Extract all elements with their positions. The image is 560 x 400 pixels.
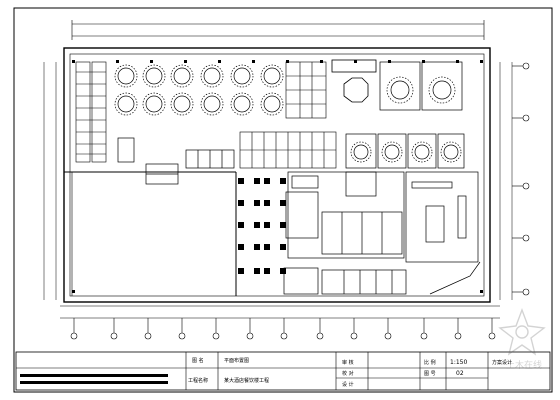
title-block-stage: 方案设计 [492, 359, 512, 366]
top-dimension-line [71, 20, 485, 40]
bottom-dimension-line [60, 305, 500, 319]
title-block-check-2: 校 对 [342, 370, 354, 377]
watermark-logo: 土木在线 [498, 308, 546, 371]
watermark-text: 土木在线 [506, 359, 542, 371]
title-block-scale-value: 1:150 [450, 359, 467, 366]
side-dimension-lines [43, 62, 513, 300]
title-block-drawing-name: 平面布置图 [224, 357, 249, 364]
octagonal-lobby [331, 59, 377, 103]
title-block-sheet-value: 02 [456, 370, 464, 377]
title-block-check-3: 设 计 [342, 381, 354, 388]
title-block-scale-label: 比 例 [424, 359, 436, 366]
round-tables-main-hall [114, 64, 284, 116]
square-tables-grid [238, 178, 286, 274]
kitchen-area [285, 171, 479, 263]
title-block-label-name: 图 名 [192, 357, 204, 364]
service-rooms-bottom [283, 261, 481, 295]
axis-bubbles-bottom [70, 318, 496, 340]
axis-bubbles-right [512, 62, 530, 296]
building-outline [63, 47, 491, 303]
title-block-sheet-label: 图 号 [424, 371, 436, 377]
banquet-seating-block [239, 131, 337, 169]
sheet-border [13, 7, 553, 393]
structural-columns [72, 60, 483, 293]
booth-seating-center [285, 61, 327, 119]
private-dining-rooms-top [379, 61, 463, 111]
title-block: 图 名 平面布置图 工程名称 某大酒店餐饮楼工程 审 核 校 对 设 计 比 例… [15, 351, 551, 391]
title-block-label-project: 工程名称 [188, 377, 208, 384]
main-entrance [117, 137, 235, 185]
title-block-project-name: 某大酒店餐饮楼工程 [224, 377, 269, 384]
private-dining-rooms-row [345, 133, 465, 169]
booth-seating-left [75, 61, 107, 163]
title-block-check-1: 审 核 [342, 359, 354, 366]
